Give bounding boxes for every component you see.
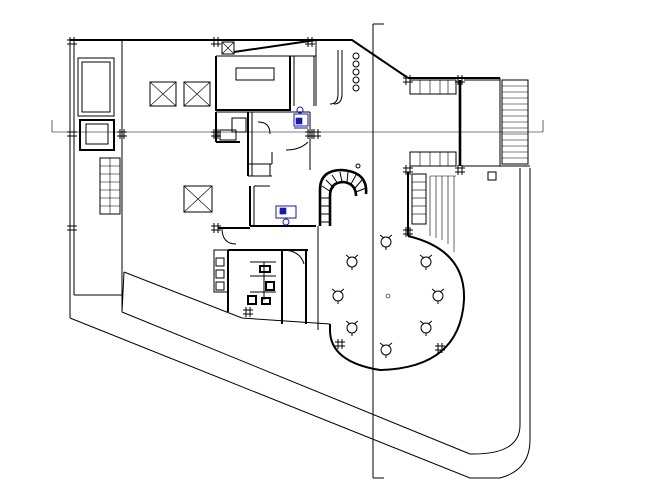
- side-ramp: [407, 172, 456, 252]
- toilet-fixture-icon: [215, 257, 275, 305]
- cafe-area: [317, 226, 466, 372]
- toilet-block: [213, 249, 308, 324]
- entrance-steps: [501, 79, 529, 165]
- right-entrance-block: [408, 77, 530, 181]
- office-block: [215, 39, 360, 245]
- outer-walls: [69, 39, 531, 479]
- office-desk-icon: [275, 205, 297, 226]
- left-service-core: [77, 57, 121, 215]
- shaft-boxes: [149, 41, 235, 213]
- round-table-with-chairs-icon: [331, 234, 445, 358]
- column-grid-icon: [67, 37, 465, 353]
- spiral-stair-icon: [318, 163, 368, 226]
- office-desk-icon: [293, 106, 309, 129]
